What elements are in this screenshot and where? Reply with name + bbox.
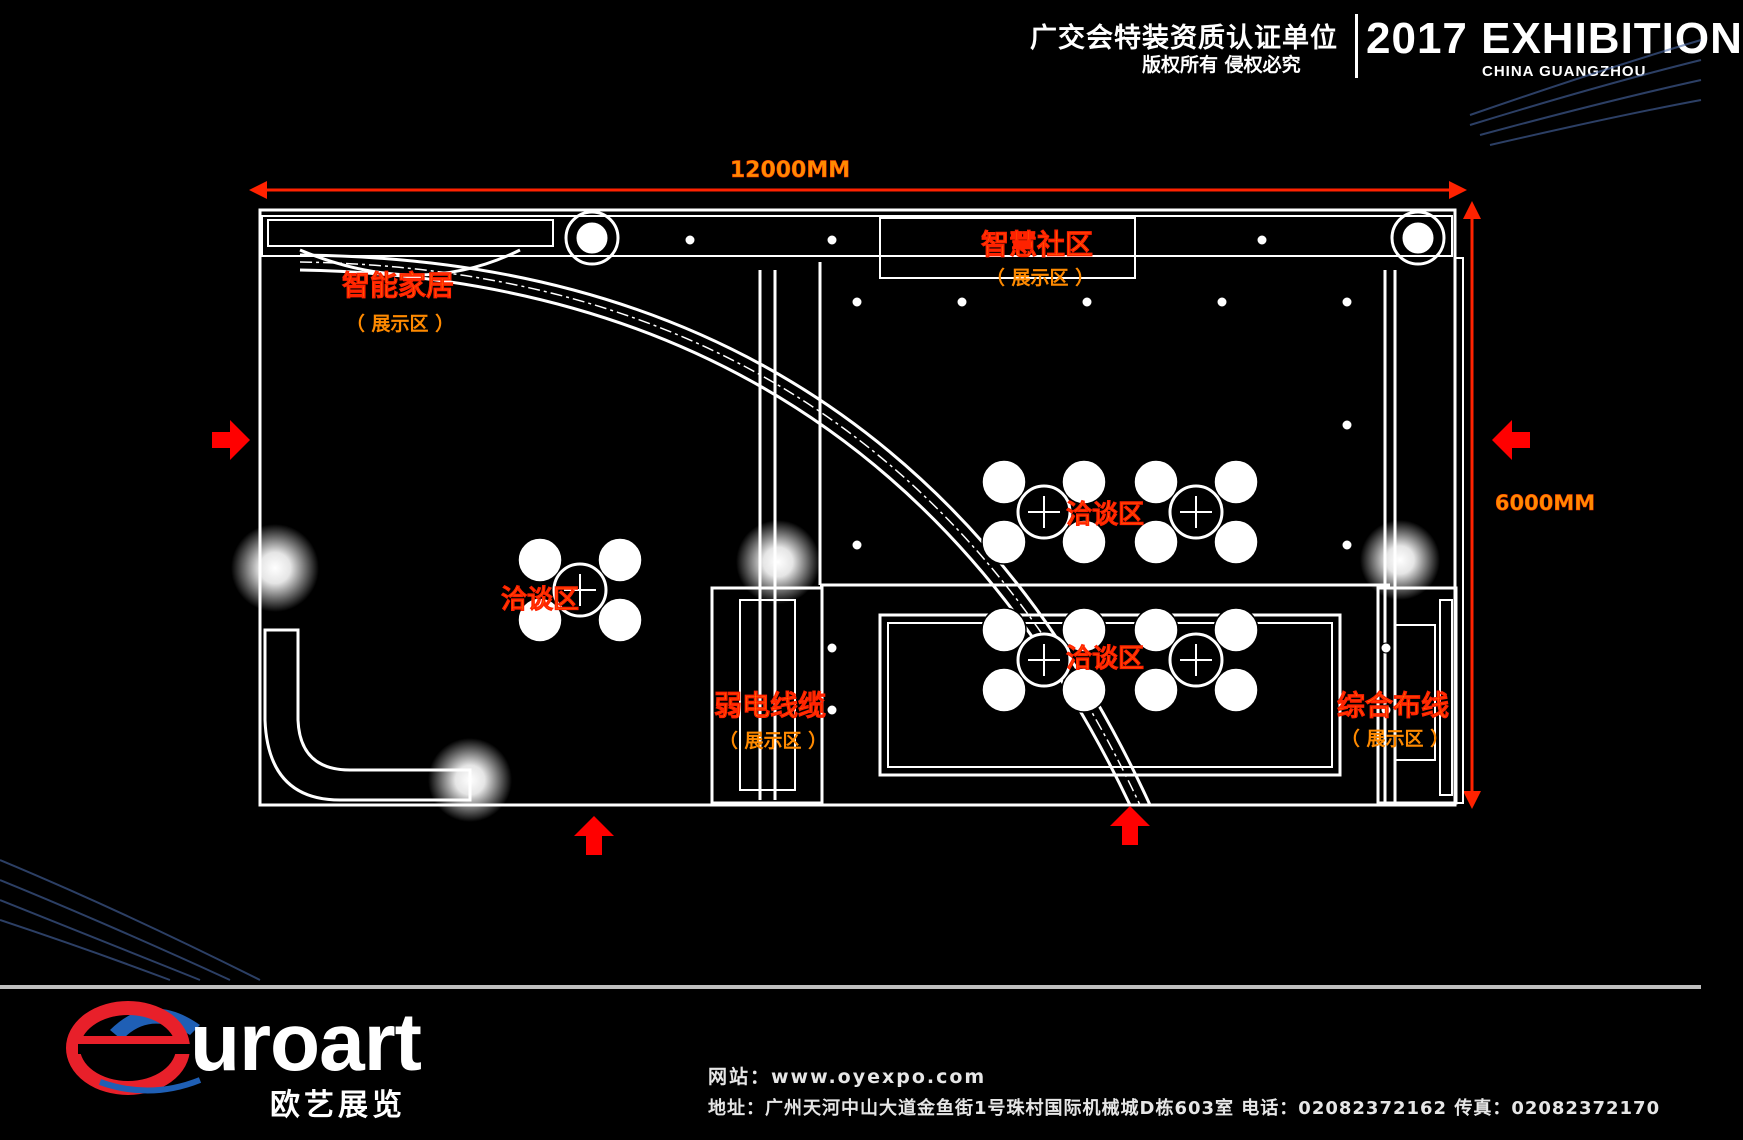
header-subtitle-cn: 版权所有 侵权必究 <box>1142 54 1301 76</box>
zone-label-cable: 弱电线缆 <box>714 689 826 722</box>
zone-label-smart-community: 智慧社区 <box>981 228 1093 261</box>
spotlight-fixtures <box>564 210 1446 716</box>
zone-label-negotiation-left: 洽谈区 <box>501 585 579 615</box>
entrance-arrow-left <box>212 420 250 460</box>
header-title-en: 2017 EXHIBITION <box>1366 14 1743 63</box>
floor-plan: 12000MM 6000MM <box>0 39 1702 1095</box>
entrance-arrow-right <box>1492 420 1530 460</box>
footer-address: 地址：广州天河中山大道金鱼街1号珠村国际机械城D栋603室 电话：0208237… <box>708 1098 1661 1119</box>
plant-decoration <box>428 738 512 822</box>
entrance-arrow-bottom-left <box>574 816 614 855</box>
header-divider <box>1355 14 1358 78</box>
plant-decoration <box>736 520 820 604</box>
width-dimension-label: 12000MM <box>730 158 850 183</box>
footer-website: 网站：www.oyexpo.com <box>708 1066 987 1088</box>
logo-chinese-name: 欧艺展览 <box>270 1088 406 1123</box>
entrance-arrow-bottom-right <box>1110 806 1150 845</box>
plant-decoration <box>231 524 319 612</box>
zone-label-negotiation-lower: 洽谈区 <box>1066 644 1144 674</box>
decor-swoosh-bottom-left <box>0 859 261 981</box>
logo-text: uroart <box>190 997 422 1088</box>
header-subtitle-en: CHINA GUANGZHOU <box>1482 63 1647 80</box>
zone-sub-cable: （ 展示区 ） <box>719 729 827 752</box>
zone-label-negotiation-upper: 洽谈区 <box>1066 500 1144 530</box>
table-set <box>1132 458 1260 566</box>
entrance-arrows <box>212 420 1530 855</box>
footer-divider <box>0 985 1701 989</box>
zone-label-smart-home: 智能家居 <box>342 269 454 302</box>
header-title-cn: 广交会特装资质认证单位 <box>1030 23 1338 54</box>
zone-label-cabling: 综合布线 <box>1337 689 1449 722</box>
logo-mark <box>66 1001 202 1095</box>
decor-swoosh-top-right <box>1469 39 1702 146</box>
height-dimension-label: 6000MM <box>1495 491 1595 515</box>
zone-sub-smart-community: （ 展示区 ） <box>986 266 1094 289</box>
plant-decoration <box>1360 520 1440 600</box>
zone-sub-cabling: （ 展示区 ） <box>1341 727 1449 750</box>
zone-sub-smart-home: （ 展示区 ） <box>346 312 454 335</box>
